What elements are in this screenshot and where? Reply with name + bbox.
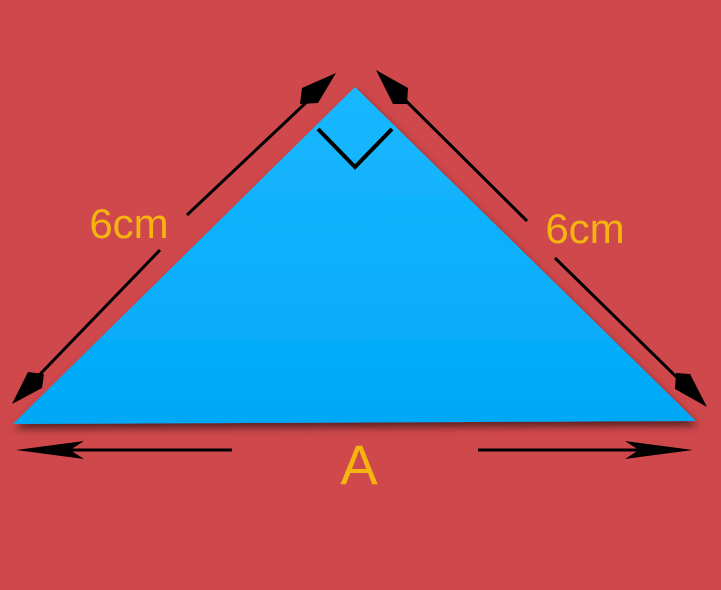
right-angle-marker (316, 127, 394, 170)
right-side-length-label: 6cm (545, 205, 624, 252)
base-arrowhead-right (625, 441, 693, 459)
right-arrowhead-bottom (675, 373, 707, 407)
right-arrowhead-top (376, 70, 408, 104)
left-side-length-label: 6cm (89, 200, 168, 247)
base-arrowhead-left (16, 441, 84, 459)
right-triangle (13, 87, 696, 424)
left-arrowhead-top (300, 73, 336, 104)
left-arrowhead-bottom (12, 372, 44, 404)
base-length-label: A (340, 433, 378, 496)
